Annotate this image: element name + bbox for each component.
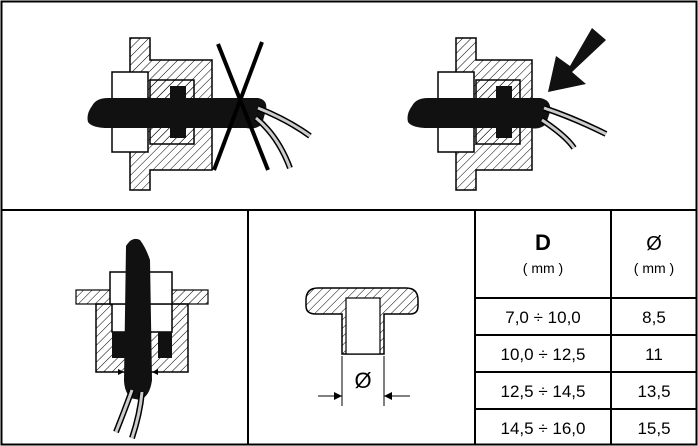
col2-header: Ø	[646, 233, 662, 255]
vertical-assembly-illustration	[75, 238, 209, 439]
table-cell-d: 12,5 ÷ 14,5	[501, 382, 586, 401]
table-cell-dia: 15,5	[637, 419, 670, 438]
col2-unit: ( mm )	[634, 260, 674, 276]
dimension-table: D ( mm ) Ø ( mm ) 7,0 ÷ 10,0 8,5 10,0 ÷ …	[475, 210, 697, 445]
cable-sheath-vertical	[124, 238, 152, 400]
cable-sheath	[87, 98, 267, 129]
col1-unit: ( mm )	[523, 260, 563, 276]
table-cell-d: 7,0 ÷ 10,0	[505, 308, 581, 327]
incorrect-assembly-illustration	[87, 37, 312, 191]
table-cell-d: 14,5 ÷ 16,0	[501, 419, 586, 438]
seal-right	[158, 332, 172, 358]
cable-sheath	[407, 98, 551, 129]
arrow-icon	[548, 28, 606, 92]
seal-left	[112, 332, 126, 358]
table-cell-d: 10,0 ÷ 12,5	[501, 345, 586, 364]
col1-header: D	[535, 230, 551, 255]
grommet-bore	[345, 297, 381, 355]
grommet-illustration: Ø	[305, 287, 419, 406]
table-cell-dia: 8,5	[642, 308, 666, 327]
table-cell-dia: 11	[645, 345, 663, 364]
correct-assembly-illustration	[407, 28, 608, 191]
cross-x-icon	[212, 41, 270, 171]
table-cell-dia: 13,5	[637, 382, 670, 401]
wire-2	[254, 115, 293, 170]
grommet-dimension-label: Ø	[354, 368, 371, 393]
